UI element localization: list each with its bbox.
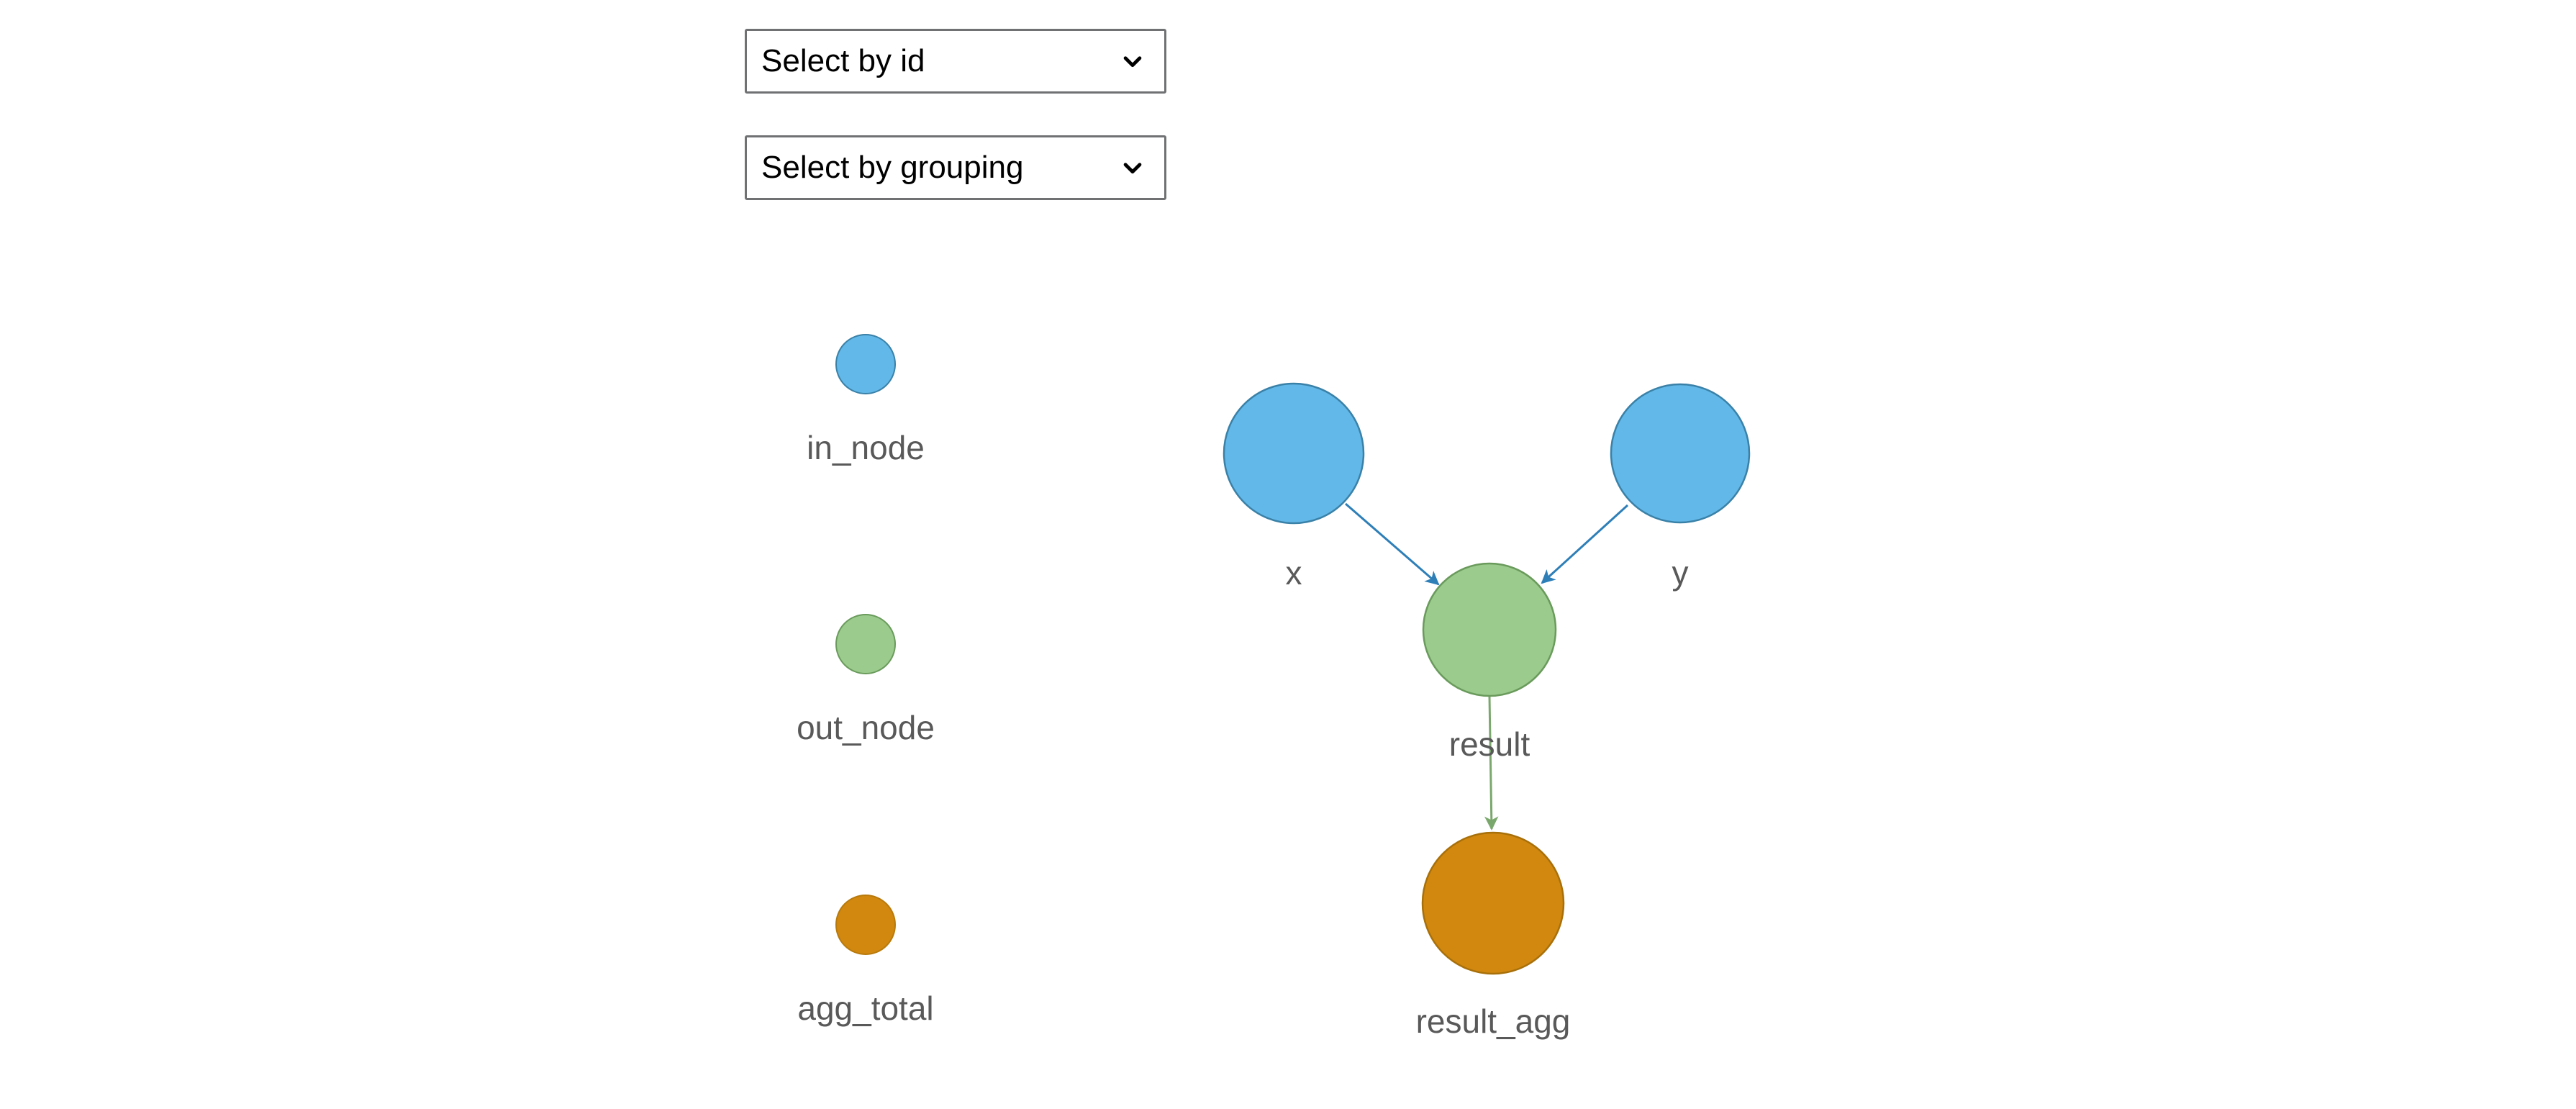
legend-label: agg_total bbox=[797, 990, 934, 1027]
graph-node-y[interactable] bbox=[1610, 383, 1751, 524]
node-label-result_agg: result_agg bbox=[1416, 1002, 1571, 1040]
legend-swatch-agg-total bbox=[835, 895, 896, 955]
graph-node-result_agg[interactable] bbox=[1421, 831, 1565, 975]
legend-label: in_node bbox=[807, 429, 925, 466]
edge-result-to-result_agg[interactable] bbox=[1484, 696, 1499, 830]
edges-layer bbox=[1345, 502, 1629, 830]
edge-x-to-result[interactable] bbox=[1345, 502, 1440, 586]
graph-node-x[interactable] bbox=[1223, 382, 1365, 525]
select-by-id-wrapper: Select by id bbox=[745, 29, 1166, 94]
select-by-grouping-wrapper: Select by grouping bbox=[745, 135, 1166, 200]
legend-swatch-in-node bbox=[835, 334, 896, 394]
edge-y-to-result[interactable] bbox=[1541, 504, 1629, 584]
node-label-y: y bbox=[1672, 554, 1689, 592]
edge-label-result: result bbox=[1449, 725, 1530, 763]
select-by-grouping[interactable]: Select by grouping bbox=[745, 135, 1166, 200]
legend-label: out_node bbox=[797, 709, 935, 746]
select-by-id-value: Select by id bbox=[761, 43, 925, 78]
select-by-id[interactable]: Select by id bbox=[745, 29, 1166, 94]
legend-swatch-out-node bbox=[835, 614, 896, 674]
graph-node-result[interactable] bbox=[1422, 562, 1557, 697]
nodes-layer bbox=[1223, 382, 1751, 975]
controls-panel: Select by id Select by grouping bbox=[745, 29, 1166, 242]
select-by-grouping-value: Select by grouping bbox=[761, 150, 1024, 185]
node-label-x: x bbox=[1286, 554, 1302, 592]
node-labels-layer: result x y result_agg bbox=[1286, 554, 1689, 1040]
